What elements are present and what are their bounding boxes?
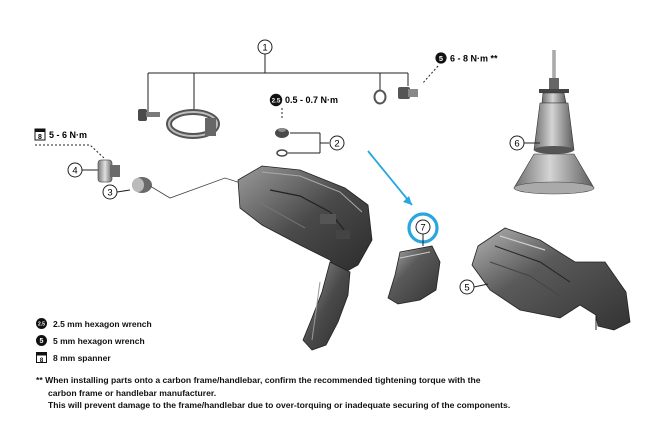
leader-lines-1	[147, 54, 409, 112]
hexagon-wrench-icon: 2.5	[269, 93, 283, 107]
hexagon-wrench-icon: 5	[435, 52, 447, 64]
legend-item-5mm: 5 5 mm hexagon wrench	[36, 335, 145, 346]
note-line-3: This will prevent damage to the frame/ha…	[48, 400, 511, 410]
torque-label-bolt: 5 6 - 8 N·m **	[435, 52, 498, 64]
callout-6: 6	[509, 135, 525, 151]
part-7-shim	[387, 245, 441, 305]
lever-body	[237, 165, 373, 276]
svg-text:2.5: 2.5	[38, 322, 45, 328]
adjust-screw	[275, 128, 289, 157]
svg-text:8: 8	[38, 134, 42, 141]
svg-text:3: 3	[107, 188, 112, 199]
hood-cover	[471, 227, 631, 331]
legend-item-8mm: 8 8 mm spanner	[36, 352, 111, 363]
svg-text:5: 5	[439, 54, 443, 63]
hexagon-wrench-5-icon: 5	[36, 335, 47, 346]
callout-7: 7	[407, 212, 439, 244]
cable-nut	[97, 159, 120, 183]
highlight-arrow	[367, 150, 413, 206]
svg-text:4: 4	[72, 166, 77, 177]
leader-bolt	[421, 65, 439, 85]
svg-text:6: 6	[514, 139, 519, 150]
bolt-left	[138, 109, 160, 121]
clamp-washer	[373, 89, 387, 105]
legend-label: 5 mm hexagon wrench	[53, 335, 145, 346]
bushing	[132, 177, 152, 193]
svg-text:5: 5	[464, 283, 469, 294]
torque-label-nut: 8 5 - 6 N·m	[34, 128, 87, 141]
assembly-guide-line	[149, 177, 245, 199]
callout-5: 5	[459, 279, 475, 295]
spanner-icon: 8	[36, 352, 47, 363]
note-line-2: carbon frame or handlebar manufacturer.	[48, 387, 217, 398]
carbon-warning-note: ** When installing parts onto a carbon f…	[36, 374, 636, 412]
callout-4: 4	[67, 162, 83, 178]
svg-text:8: 8	[40, 358, 44, 363]
torque-value-nut: 5 - 6 N·m	[49, 130, 87, 140]
callout-1-label: 1	[262, 43, 267, 54]
callout-3: 3	[102, 184, 118, 200]
callout-1: 1	[257, 39, 273, 55]
clamp-bolt	[398, 87, 418, 99]
installation-tool	[513, 50, 595, 195]
brake-lever-blade	[302, 261, 351, 351]
hexagon-wrench-2.5-icon: 2.5	[36, 318, 47, 329]
note-line-1: ** When installing parts onto a carbon f…	[36, 375, 481, 385]
svg-text:5: 5	[40, 338, 44, 345]
legend-label: 2.5 mm hexagon wrench	[53, 318, 152, 329]
legend-item-2.5mm: 2.5 2.5 mm hexagon wrench	[36, 318, 152, 329]
spanner-icon: 8	[34, 128, 46, 141]
svg-text:2.5: 2.5	[272, 98, 281, 105]
svg-text:7: 7	[420, 223, 425, 234]
svg-text:2: 2	[334, 139, 339, 150]
torque-value-bolt: 6 - 8 N·m **	[450, 54, 498, 64]
torque-value-clamp: 0.5 - 0.7 N·m	[285, 95, 338, 105]
torque-label-clamp: 2.5 0.5 - 0.7 N·m	[269, 93, 338, 107]
callout-2: 2	[329, 135, 345, 151]
legend-label: 8 mm spanner	[53, 352, 111, 363]
leader-lines-2	[288, 132, 329, 154]
handlebar-clamp-band	[166, 109, 220, 139]
